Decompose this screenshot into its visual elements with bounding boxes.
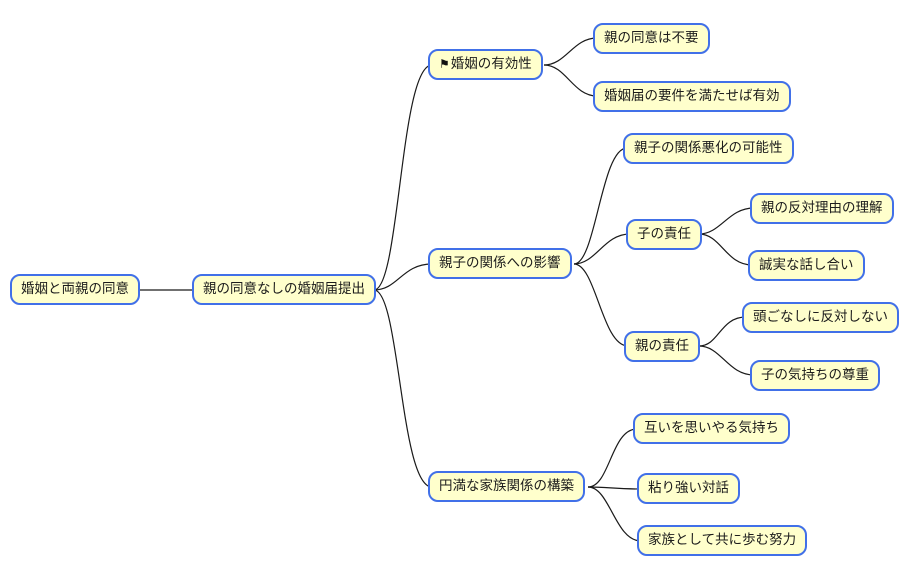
flag-icon: ⚑	[439, 57, 450, 71]
connector-family-to-persistent-dialogue	[587, 486, 642, 490]
connector-validity-to-consent-not-required	[543, 37, 598, 66]
node-label: 頭ごなしに反対しない	[753, 309, 888, 324]
node-label: 家族として共に歩む努力	[648, 532, 797, 547]
node-label: 婚姻届の要件を満たせば有効	[604, 88, 780, 103]
node-sincere-discussion[interactable]: 誠実な話し合い	[748, 250, 865, 281]
connector-family-to-walking-together	[587, 486, 642, 542]
connector-parent-to-respect-feelings	[698, 345, 755, 376]
node-parental-consent-not-required[interactable]: 親の同意は不要	[593, 23, 710, 54]
node-label: 誠実な話し合い	[759, 257, 854, 272]
connector-trunk-to-marriage-validity	[373, 64, 433, 291]
node-walking-together-as-family[interactable]: 家族として共に歩む努力	[637, 525, 808, 556]
connector-validity-to-valid-if-requirements	[543, 64, 598, 97]
node-label: 互いを思いやる気持ち	[644, 420, 779, 435]
node-label: 婚姻と両親の同意	[21, 281, 129, 296]
node-label: 親子の関係への影響	[439, 255, 561, 270]
node-label: 親の反対理由の理解	[761, 200, 883, 215]
connector-impact-to-deterioration	[573, 147, 628, 265]
node-risk-of-relationship-deterioration[interactable]: 親子の関係悪化の可能性	[623, 133, 794, 164]
node-label: 親子の関係悪化の可能性	[634, 140, 783, 155]
node-label: 粘り強い対話	[648, 480, 729, 495]
node-label: 子の責任	[637, 226, 691, 241]
node-no-flat-rejection[interactable]: 頭ごなしに反対しない	[742, 302, 899, 333]
node-respect-childs-feelings[interactable]: 子の気持ちの尊重	[750, 360, 880, 391]
node-childs-responsibility[interactable]: 子の責任	[626, 219, 702, 250]
node-submission-without-parental-consent[interactable]: 親の同意なしの婚姻届提出	[192, 274, 376, 305]
node-label: 婚姻の有効性	[450, 56, 532, 71]
node-marriage-validity[interactable]: ⚑婚姻の有効性	[428, 49, 543, 80]
node-understanding-parents-objections[interactable]: 親の反対理由の理解	[750, 193, 894, 224]
node-label: 親の同意は不要	[604, 30, 699, 45]
node-mutual-consideration[interactable]: 互いを思いやる気持ち	[633, 413, 790, 444]
connector-child-to-understanding-objections	[698, 207, 755, 235]
connector-trunk-to-relationship-impact	[373, 263, 433, 291]
connector-parent-to-no-flat-rejection	[698, 316, 747, 347]
node-valid-if-requirements-met[interactable]: 婚姻届の要件を満たせば有効	[593, 81, 791, 112]
node-label: 親の責任	[635, 338, 689, 353]
node-marriage-and-parental-consent[interactable]: 婚姻と両親の同意	[10, 274, 140, 305]
node-label: 親の同意なしの婚姻届提出	[203, 281, 365, 296]
node-parents-responsibility[interactable]: 親の責任	[624, 331, 700, 362]
connector-child-to-sincere-discussion	[698, 233, 753, 266]
connector-impact-to-parents-responsibility	[573, 263, 629, 347]
node-label: 子の気持ちの尊重	[761, 367, 869, 382]
connector-trunk-to-harmonious-family	[373, 289, 433, 488]
node-persistent-dialogue[interactable]: 粘り強い対話	[637, 473, 740, 504]
node-impact-on-parent-child-relationship[interactable]: 親子の関係への影響	[428, 248, 572, 279]
connector-impact-to-childs-responsibility	[573, 233, 631, 265]
connector-family-to-mutual-consideration	[587, 428, 638, 488]
node-label: 円満な家族関係の構築	[439, 478, 574, 493]
node-building-harmonious-family[interactable]: 円満な家族関係の構築	[428, 471, 585, 502]
